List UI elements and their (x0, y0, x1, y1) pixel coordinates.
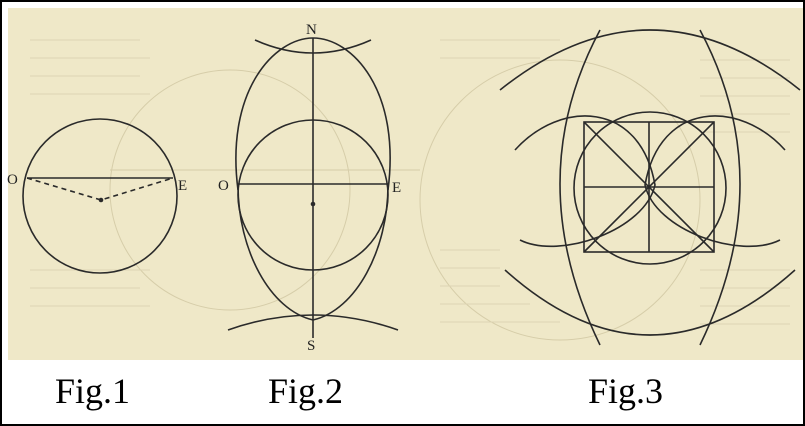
fig3-right-arc (699, 29, 741, 346)
fig1-label-e: E (178, 178, 187, 194)
fig2-egg-arc (235, 37, 391, 191)
fig1-dashed-radii (26, 177, 174, 201)
fig1-circle (22, 118, 178, 274)
figure-3-drawing (499, 29, 801, 346)
figure-3-caption: Fig.3 (588, 371, 664, 411)
fig3-bottom-arc (504, 269, 796, 336)
fig2-bottom-crossing-arc (227, 314, 399, 331)
fig1-label-o: O (7, 172, 18, 188)
fig2-center-point (310, 201, 316, 207)
fig3-left-arc (559, 29, 601, 346)
figure-2-drawing: N O E S (218, 22, 401, 354)
figure-1-drawing: O E (7, 118, 187, 274)
fig3-circle (573, 111, 727, 265)
background-bleed-through (30, 39, 790, 341)
fig2-label-n: N (306, 22, 317, 38)
fig2-label-e: E (392, 180, 401, 196)
fig2-label-o: O (218, 178, 229, 194)
fig3-top-arc (499, 29, 801, 91)
figure-1-caption: Fig.1 (55, 371, 131, 411)
fig3-left-lobe (514, 115, 656, 248)
fig2-label-s: S (307, 338, 315, 354)
figure-2-caption: Fig.2 (268, 371, 344, 411)
fig3-right-lobe (644, 115, 786, 248)
fig2-top-crossing-arc (254, 39, 372, 54)
book-page-background (8, 8, 803, 360)
fig2-lower-arc (237, 184, 389, 321)
fig1-center-point (98, 197, 104, 203)
